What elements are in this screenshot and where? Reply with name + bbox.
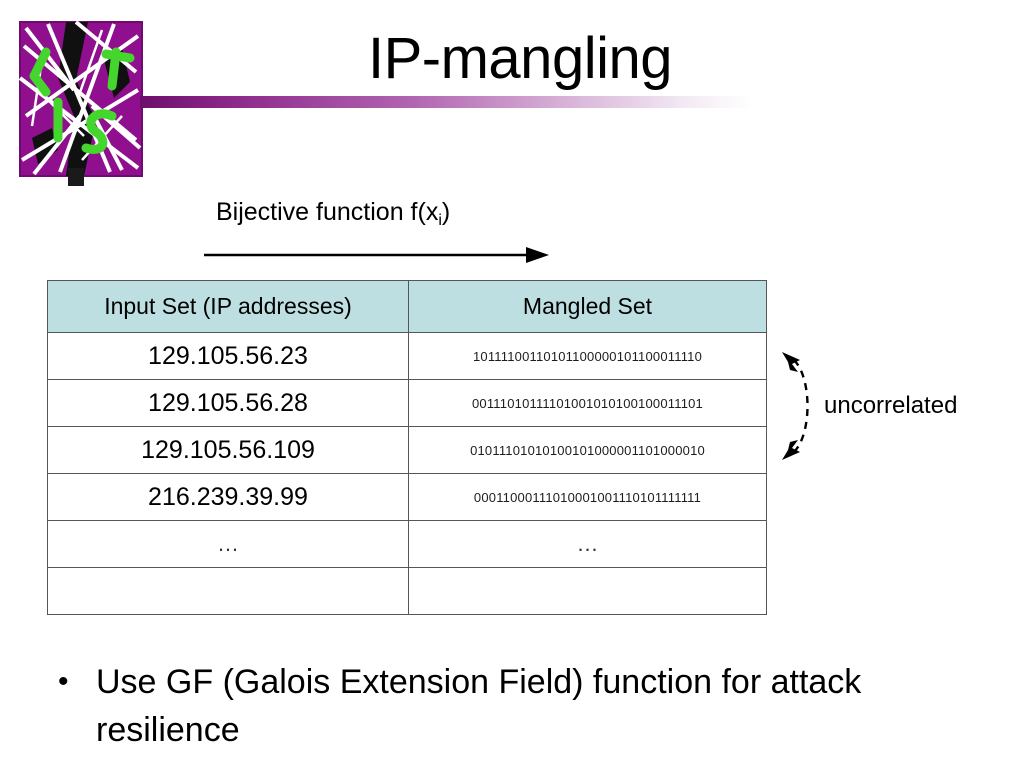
table-row: 216.239.39.99 00011000111010001001110101… bbox=[47, 473, 767, 521]
table-row: 129.105.56.109 0101110101010010100000110… bbox=[47, 426, 767, 474]
bijective-label-suffix: ) bbox=[441, 198, 451, 226]
cell-input-ip: 129.105.56.28 bbox=[47, 379, 409, 427]
cell-input-ip: 129.105.56.23 bbox=[47, 332, 409, 380]
cell-input-empty bbox=[47, 567, 409, 615]
list-item: • Use GF (Galois Extension Field) functi… bbox=[58, 658, 1010, 754]
cell-mangled-binary: 10111100110101100000101100011110 bbox=[408, 332, 767, 380]
table-row: 129.105.56.23 10111100110101100000101100… bbox=[47, 332, 767, 380]
uncorrelated-label: uncorrelated bbox=[824, 392, 958, 419]
title-divider-bar bbox=[140, 96, 752, 108]
cell-mangled-ellipsis: … bbox=[408, 520, 767, 568]
logo-graphic bbox=[18, 20, 143, 177]
logo-stem bbox=[68, 168, 84, 186]
rightward-arrow-icon bbox=[204, 246, 549, 264]
table-row: … … bbox=[47, 520, 767, 568]
bijective-label-prefix: Bijective function f(x bbox=[216, 198, 439, 226]
bijective-function-label: Bijective function f(xi) bbox=[216, 196, 450, 232]
table-row bbox=[47, 567, 767, 615]
bullet-marker-icon: • bbox=[58, 665, 69, 698]
table-header-row: Input Set (IP addresses) Mangled Set bbox=[47, 280, 767, 333]
cell-input-ellipsis: … bbox=[47, 520, 409, 568]
bullet-list: • Use GF (Galois Extension Field) functi… bbox=[58, 658, 1010, 754]
cell-mangled-empty bbox=[408, 567, 767, 615]
column-header-input-set: Input Set (IP addresses) bbox=[47, 280, 409, 333]
cell-mangled-binary: 01011101010100101000001101000010 bbox=[408, 426, 767, 474]
cell-mangled-binary: 00011000111010001001110101111111 bbox=[408, 473, 767, 521]
bijective-label-subscript: i bbox=[438, 212, 442, 229]
cell-input-ip: 216.239.39.99 bbox=[47, 473, 409, 521]
column-header-mangled-set: Mangled Set bbox=[408, 280, 767, 333]
cell-mangled-binary: 00111010111101001010100100011101 bbox=[408, 379, 767, 427]
ip-mangling-table: Input Set (IP addresses) Mangled Set 129… bbox=[47, 280, 767, 615]
lis-logo bbox=[18, 20, 144, 178]
page-title: IP-mangling bbox=[368, 26, 672, 91]
cell-input-ip: 129.105.56.109 bbox=[47, 426, 409, 474]
bullet-text: Use GF (Galois Extension Field) function… bbox=[96, 663, 862, 749]
uncorrelated-double-arrow-icon bbox=[778, 348, 830, 464]
table-row: 129.105.56.28 00111010111101001010100100… bbox=[47, 379, 767, 427]
